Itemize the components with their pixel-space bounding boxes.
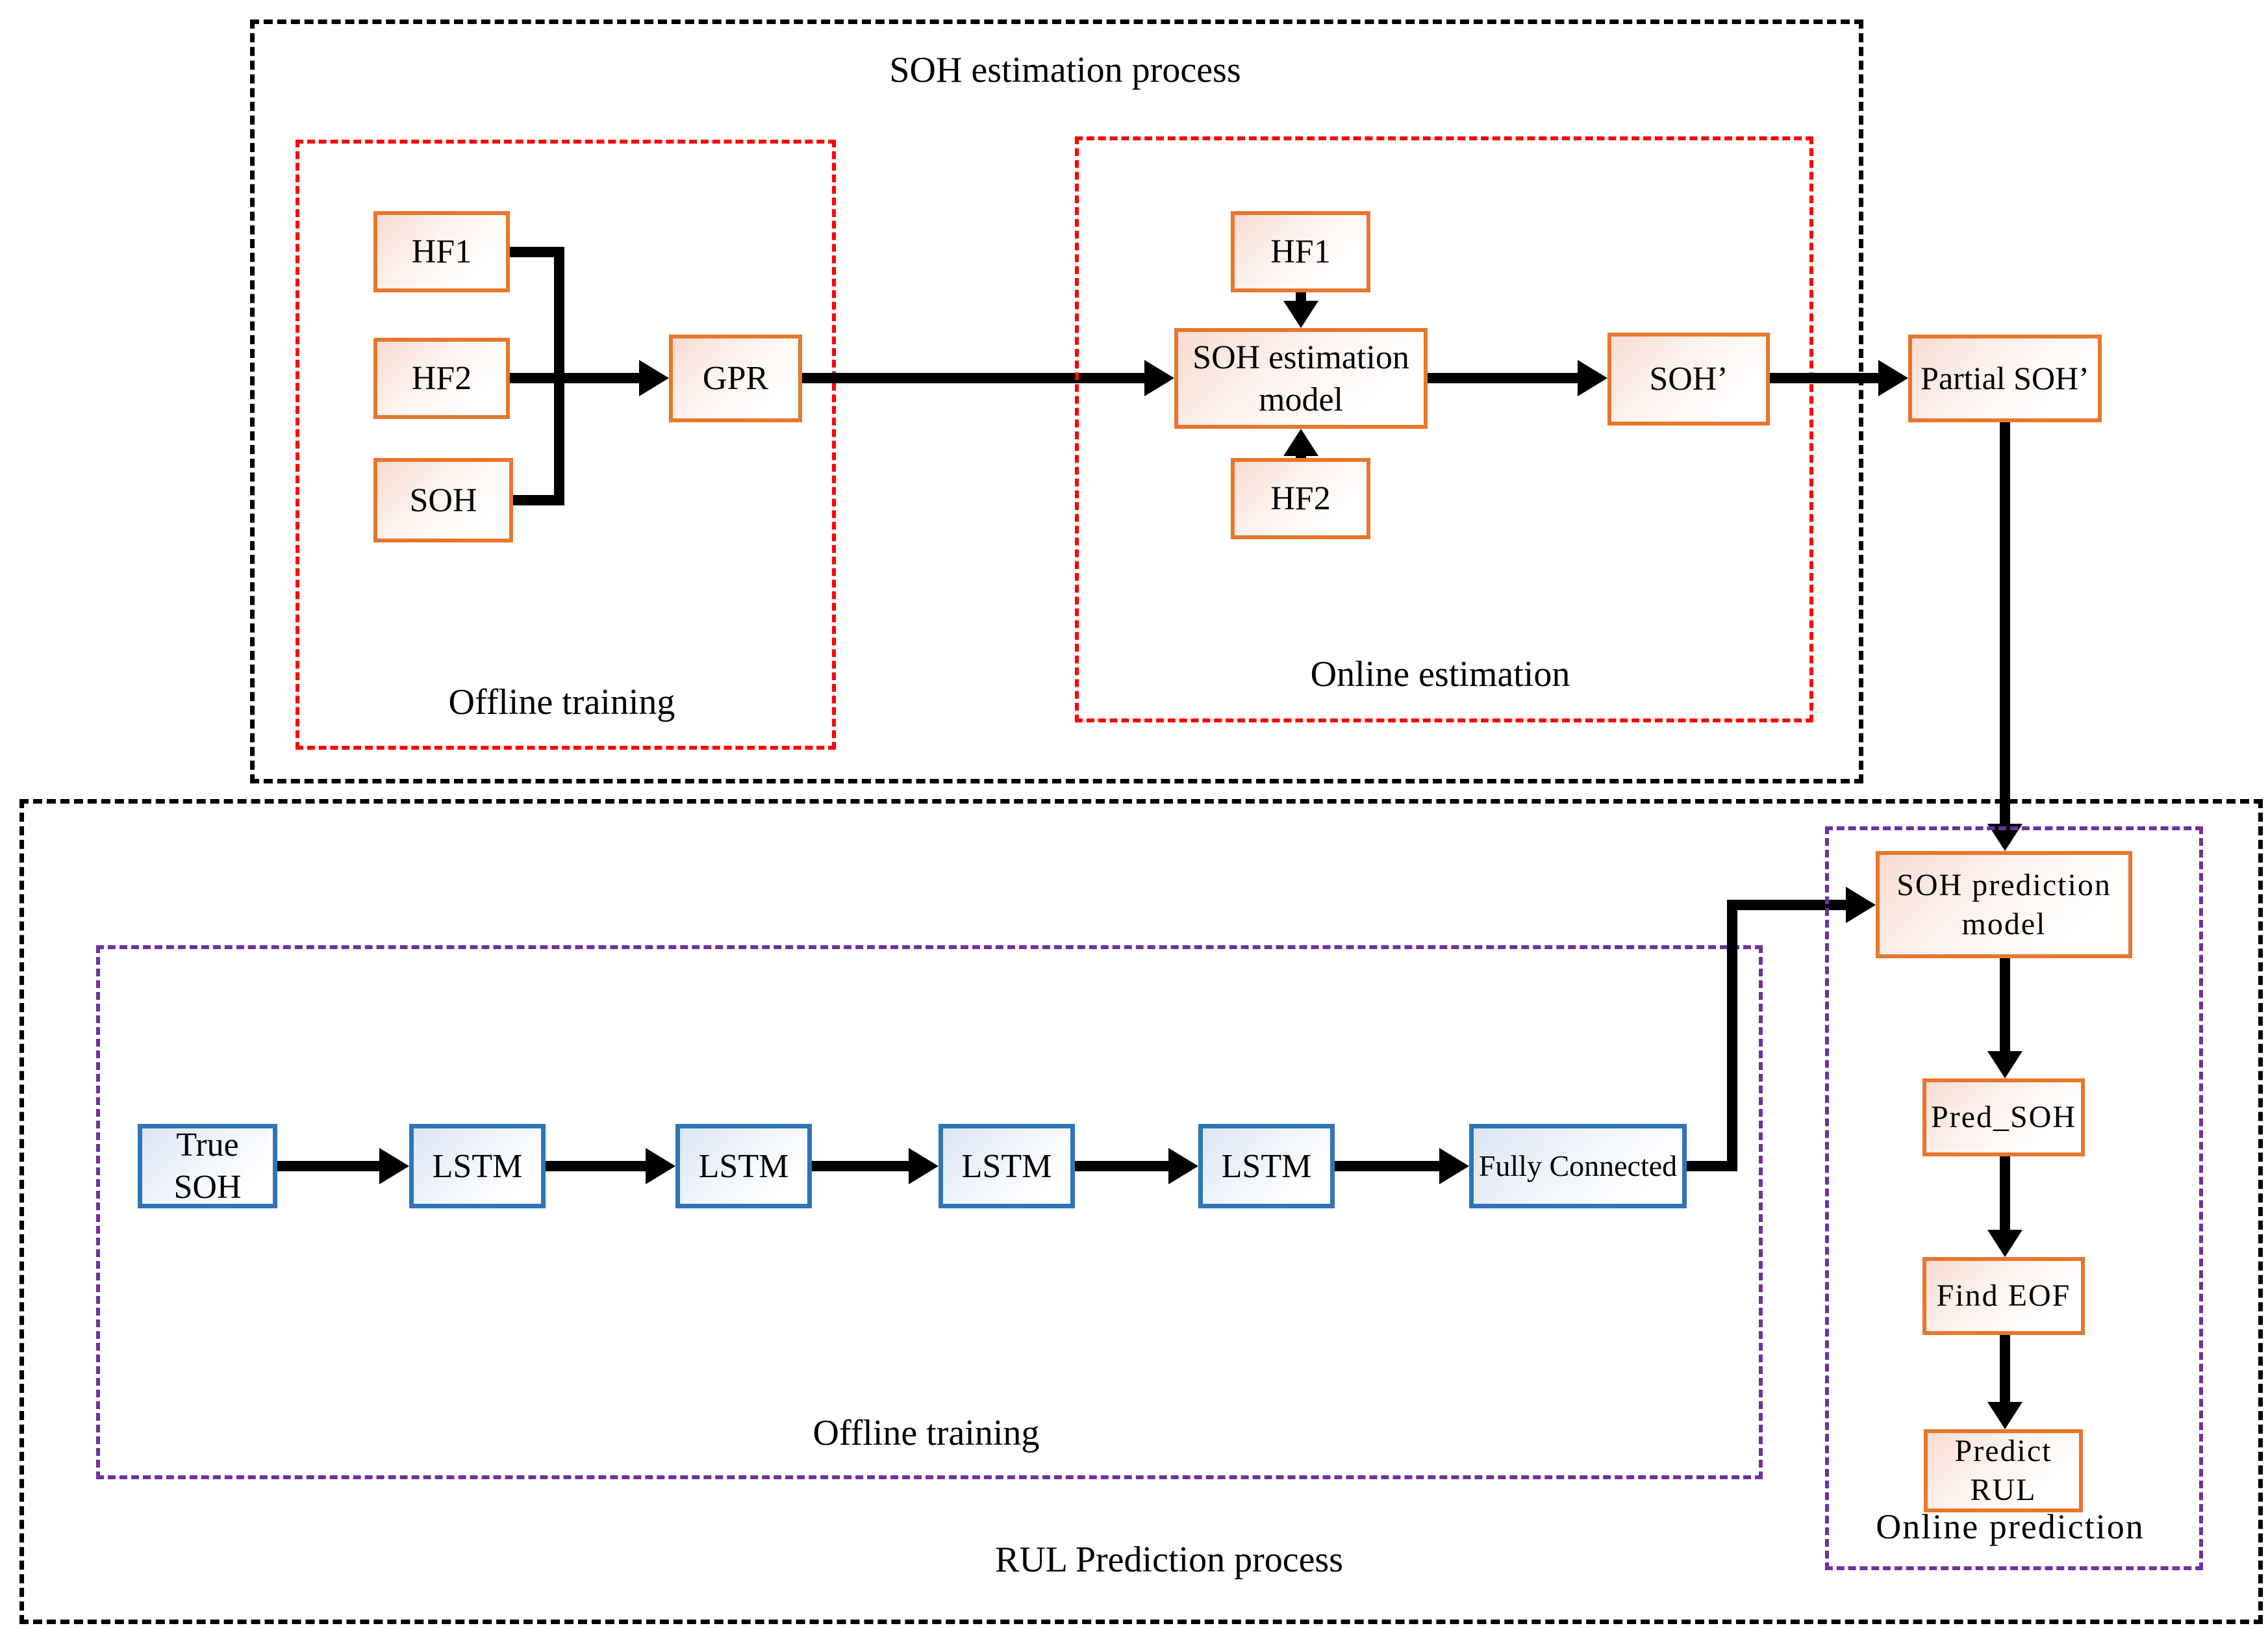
node-soh-estimation-model-label: SOH estimation model — [1192, 338, 1409, 418]
arrow-hf1-to-model-head — [1283, 301, 1318, 328]
node-hf1-offline-label: HF1 — [411, 233, 472, 270]
node-lstm-1-label: LSTM — [432, 1147, 523, 1185]
arrow-model-to-soh-head — [1578, 360, 1607, 396]
node-soh-prime: SOH’ — [1607, 333, 1770, 426]
node-pred-soh: Pred_SOH — [1922, 1078, 2085, 1156]
node-hf2-offline: HF2 — [373, 338, 510, 419]
arrow-truesoh-lstm1-line — [277, 1161, 379, 1171]
node-gpr-label: GPR — [702, 360, 769, 397]
node-soh-prediction-model-label: SOH prediction model — [1896, 867, 2111, 941]
connector-partial-to-prediction-line — [2000, 422, 2010, 825]
node-hf2-online: HF2 — [1231, 458, 1370, 539]
online-prediction-label: Online prediction — [1876, 1507, 2145, 1546]
arrow-join-to-gpr-head — [639, 360, 669, 396]
node-partial-soh-label: Partial SOH’ — [1921, 360, 2089, 397]
arrow-predsoh-findeof-head — [1987, 1230, 2022, 1257]
offline-training-prediction-label: Offline training — [813, 1413, 1040, 1453]
node-hf2-offline-label: HF2 — [411, 360, 472, 397]
node-lstm-1: LSTM — [409, 1124, 546, 1208]
node-soh-prime-label: SOH’ — [1649, 361, 1728, 398]
node-partial-soh: Partial SOH’ — [1908, 335, 2102, 422]
arrow-model-predsoh-head — [1987, 1051, 2022, 1078]
arrow-join-to-gpr-line — [510, 373, 639, 383]
node-hf1-offline: HF1 — [373, 211, 510, 292]
connector-hf1-join — [510, 247, 559, 257]
online-estimation-label: Online estimation — [1310, 654, 1570, 694]
connector-fc-exit-line — [1687, 1161, 1737, 1171]
arrow-soh-to-partial-line — [1770, 373, 1878, 383]
arrow-lstm3-lstm4-head — [1168, 1148, 1198, 1184]
online-estimation-container — [1075, 136, 1813, 722]
node-true-soh-label: True SOH — [173, 1126, 242, 1206]
node-predict-rul-label: Predict RUL — [1954, 1434, 2052, 1507]
node-soh-prediction-model: SOH prediction model — [1876, 851, 2132, 958]
rul-prediction-process-container — [19, 799, 2263, 1624]
node-gpr: GPR — [669, 335, 802, 422]
arrow-lstm3-lstm4-line — [1075, 1161, 1168, 1171]
offline-training-estimation-container — [296, 140, 836, 750]
node-hf2-online-label: HF2 — [1270, 480, 1331, 517]
node-soh-estimation-model: SOH estimation model — [1174, 328, 1428, 429]
arrow-gpr-to-model-line — [802, 373, 1147, 383]
arrow-hf2-to-model-head — [1283, 429, 1318, 456]
node-true-soh: True SOH — [138, 1124, 277, 1208]
node-lstm-2: LSTM — [675, 1124, 812, 1208]
node-lstm-3-label: LSTM — [961, 1147, 1052, 1185]
node-hf1-online-label: HF1 — [1270, 233, 1331, 270]
arrow-model-to-soh-line — [1428, 373, 1578, 383]
connector-soh-join — [513, 495, 559, 505]
soh-estimation-process-container — [250, 19, 1863, 783]
arrow-lstm4-fc-line — [1335, 1161, 1439, 1171]
arrow-hf1-to-model-line — [1296, 292, 1306, 302]
online-prediction-container — [1825, 826, 2203, 1570]
node-hf1-online: HF1 — [1231, 211, 1370, 292]
arrow-findeof-rul-line — [2000, 1335, 2010, 1403]
soh-estimation-process-title: SOH estimation process — [889, 50, 1241, 90]
rul-prediction-process-title: RUL Prediction process — [994, 1540, 1344, 1580]
node-find-eof-label: Find EOF — [1936, 1278, 2071, 1313]
arrow-model-predsoh-line — [2000, 958, 2010, 1052]
arrow-soh-to-partial-head — [1878, 360, 1908, 396]
arrow-findeof-rul-head — [1987, 1402, 2022, 1429]
arrow-truesoh-lstm1-head — [379, 1148, 409, 1184]
node-fully-connected-label: Fully Connected — [1478, 1149, 1678, 1183]
offline-training-prediction-container — [96, 945, 1763, 1479]
arrow-lstm1-lstm2-line — [546, 1161, 646, 1171]
node-pred-soh-label: Pred_SOH — [1930, 1100, 2076, 1134]
node-lstm-4-label: LSTM — [1221, 1147, 1312, 1185]
arrow-lstm2-lstm3-head — [909, 1148, 939, 1184]
node-lstm-3: LSTM — [939, 1124, 1075, 1208]
node-find-eof: Find EOF — [1922, 1257, 2085, 1335]
node-lstm-4: LSTM — [1198, 1124, 1335, 1208]
node-lstm-2-label: LSTM — [698, 1147, 789, 1185]
arrow-lstm4-fc-head — [1439, 1148, 1469, 1184]
node-fully-connected: Fully Connected — [1469, 1124, 1687, 1208]
arrow-fc-to-prediction-head — [1846, 887, 1876, 923]
node-predict-rul: Predict RUL — [1924, 1429, 2083, 1512]
connector-fc-vertical-line — [1727, 900, 1737, 1171]
arrow-predsoh-findeof-line — [2000, 1156, 2010, 1231]
node-soh-offline: SOH — [373, 458, 513, 542]
arrow-hf2-to-model-line — [1296, 453, 1306, 459]
node-soh-offline-label: SOH — [409, 481, 477, 519]
arrow-lstm1-lstm2-head — [646, 1148, 675, 1184]
offline-training-estimation-label: Offline training — [448, 682, 675, 722]
connector-fc-top-line — [1727, 900, 1846, 910]
arrow-gpr-to-model-head — [1144, 360, 1174, 396]
arrow-lstm2-lstm3-line — [812, 1161, 909, 1171]
